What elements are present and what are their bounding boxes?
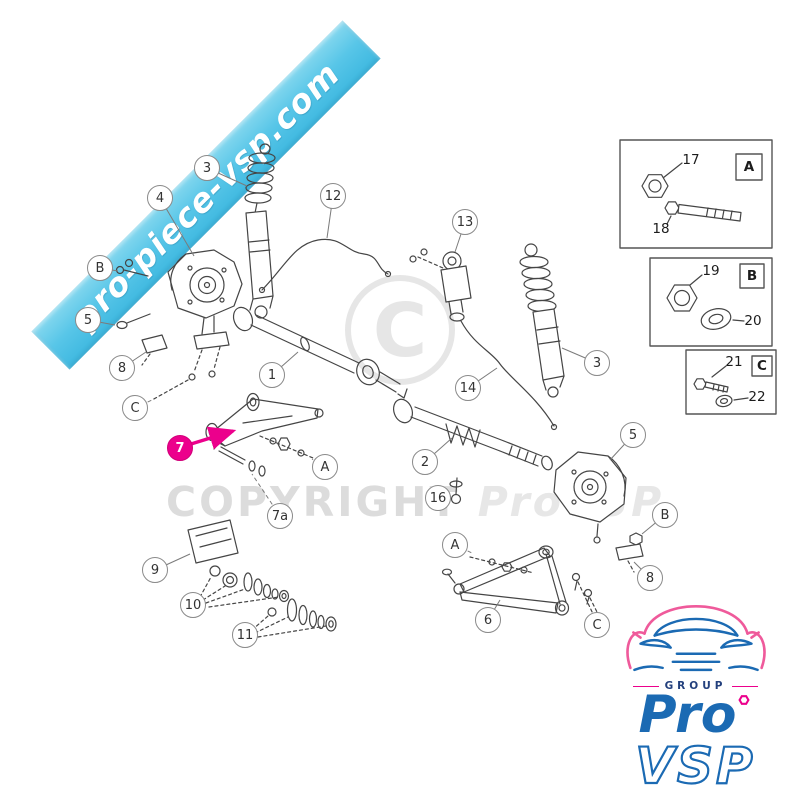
drive-shaft-2 (392, 398, 553, 471)
inset-a-letter: A (743, 159, 755, 175)
inset-b-letter: B (746, 268, 758, 284)
lower-control-arm-6 (441, 545, 601, 619)
drive-shaft-1 (232, 306, 408, 399)
front-left-strut (244, 143, 276, 319)
inset-a-num-18: 18 (652, 221, 670, 237)
brake-master-cylinder-13 (409, 248, 472, 322)
inset-box-c (685, 349, 777, 415)
inset-c-num-21: 21 (725, 354, 743, 370)
leader-a-right (454, 544, 473, 554)
leader-14 (467, 367, 498, 389)
inset-c-letter: C (757, 358, 767, 374)
copyright-watermark-word: COPYRIGHT (166, 478, 461, 526)
inset-a-num-17: 17 (682, 152, 700, 168)
front-right-shock (519, 243, 565, 398)
shim-plate-9 (187, 519, 239, 564)
leader-5-right (609, 434, 634, 461)
brake-pipe-12 (258, 238, 392, 294)
leader-b-left (99, 267, 119, 272)
logo-group-row: GROUP (598, 680, 793, 692)
cv-boot-kit-10 (199, 565, 290, 608)
leader-3-left (206, 167, 248, 187)
front-right-knuckle (553, 451, 644, 573)
logo-group-text: GROUP (664, 680, 727, 692)
inset-b-num-19: 19 (702, 263, 720, 279)
leader-9 (154, 553, 191, 571)
car-sketch-icon (626, 605, 766, 672)
leader-4 (159, 197, 195, 257)
leader-2 (424, 437, 453, 463)
leader-b-right (641, 514, 666, 535)
leader-3-right (561, 347, 598, 364)
lower-control-arm-7 (205, 392, 324, 477)
inset-c-num-22: 22 (748, 389, 766, 405)
inset-b-num-20: 20 (744, 313, 762, 329)
leader-7a (251, 473, 281, 517)
leader-13 (454, 221, 466, 253)
pink-hexagon-icon (738, 695, 751, 705)
leader-6 (487, 599, 501, 621)
group-line-right (732, 685, 759, 687)
leader-5-left (87, 319, 116, 326)
leader-1 (271, 351, 299, 376)
leader-c-left (134, 399, 153, 409)
inset-box-b (649, 257, 773, 347)
svg-text:C: C (373, 288, 427, 374)
provsp-logo: GROUP Pro VSP (598, 575, 793, 795)
inset-box-a (619, 139, 773, 249)
highlight-arrow-7 (190, 426, 237, 450)
group-line-left (632, 685, 659, 687)
leader-a-left (311, 458, 326, 468)
logo-vsp-text: VSP (634, 737, 756, 795)
leader-8-left (121, 351, 147, 369)
leader-12 (326, 195, 334, 239)
ball-joint-16 (449, 477, 463, 505)
leader-8-right (633, 561, 651, 579)
leader-16 (437, 495, 452, 499)
brake-hose-14 (460, 320, 558, 431)
logo-pro-row: Pro (598, 689, 793, 741)
bracket-left-8 (141, 334, 168, 366)
logo-pro-text: Pro (638, 685, 737, 745)
front-left-knuckle (115, 249, 243, 401)
